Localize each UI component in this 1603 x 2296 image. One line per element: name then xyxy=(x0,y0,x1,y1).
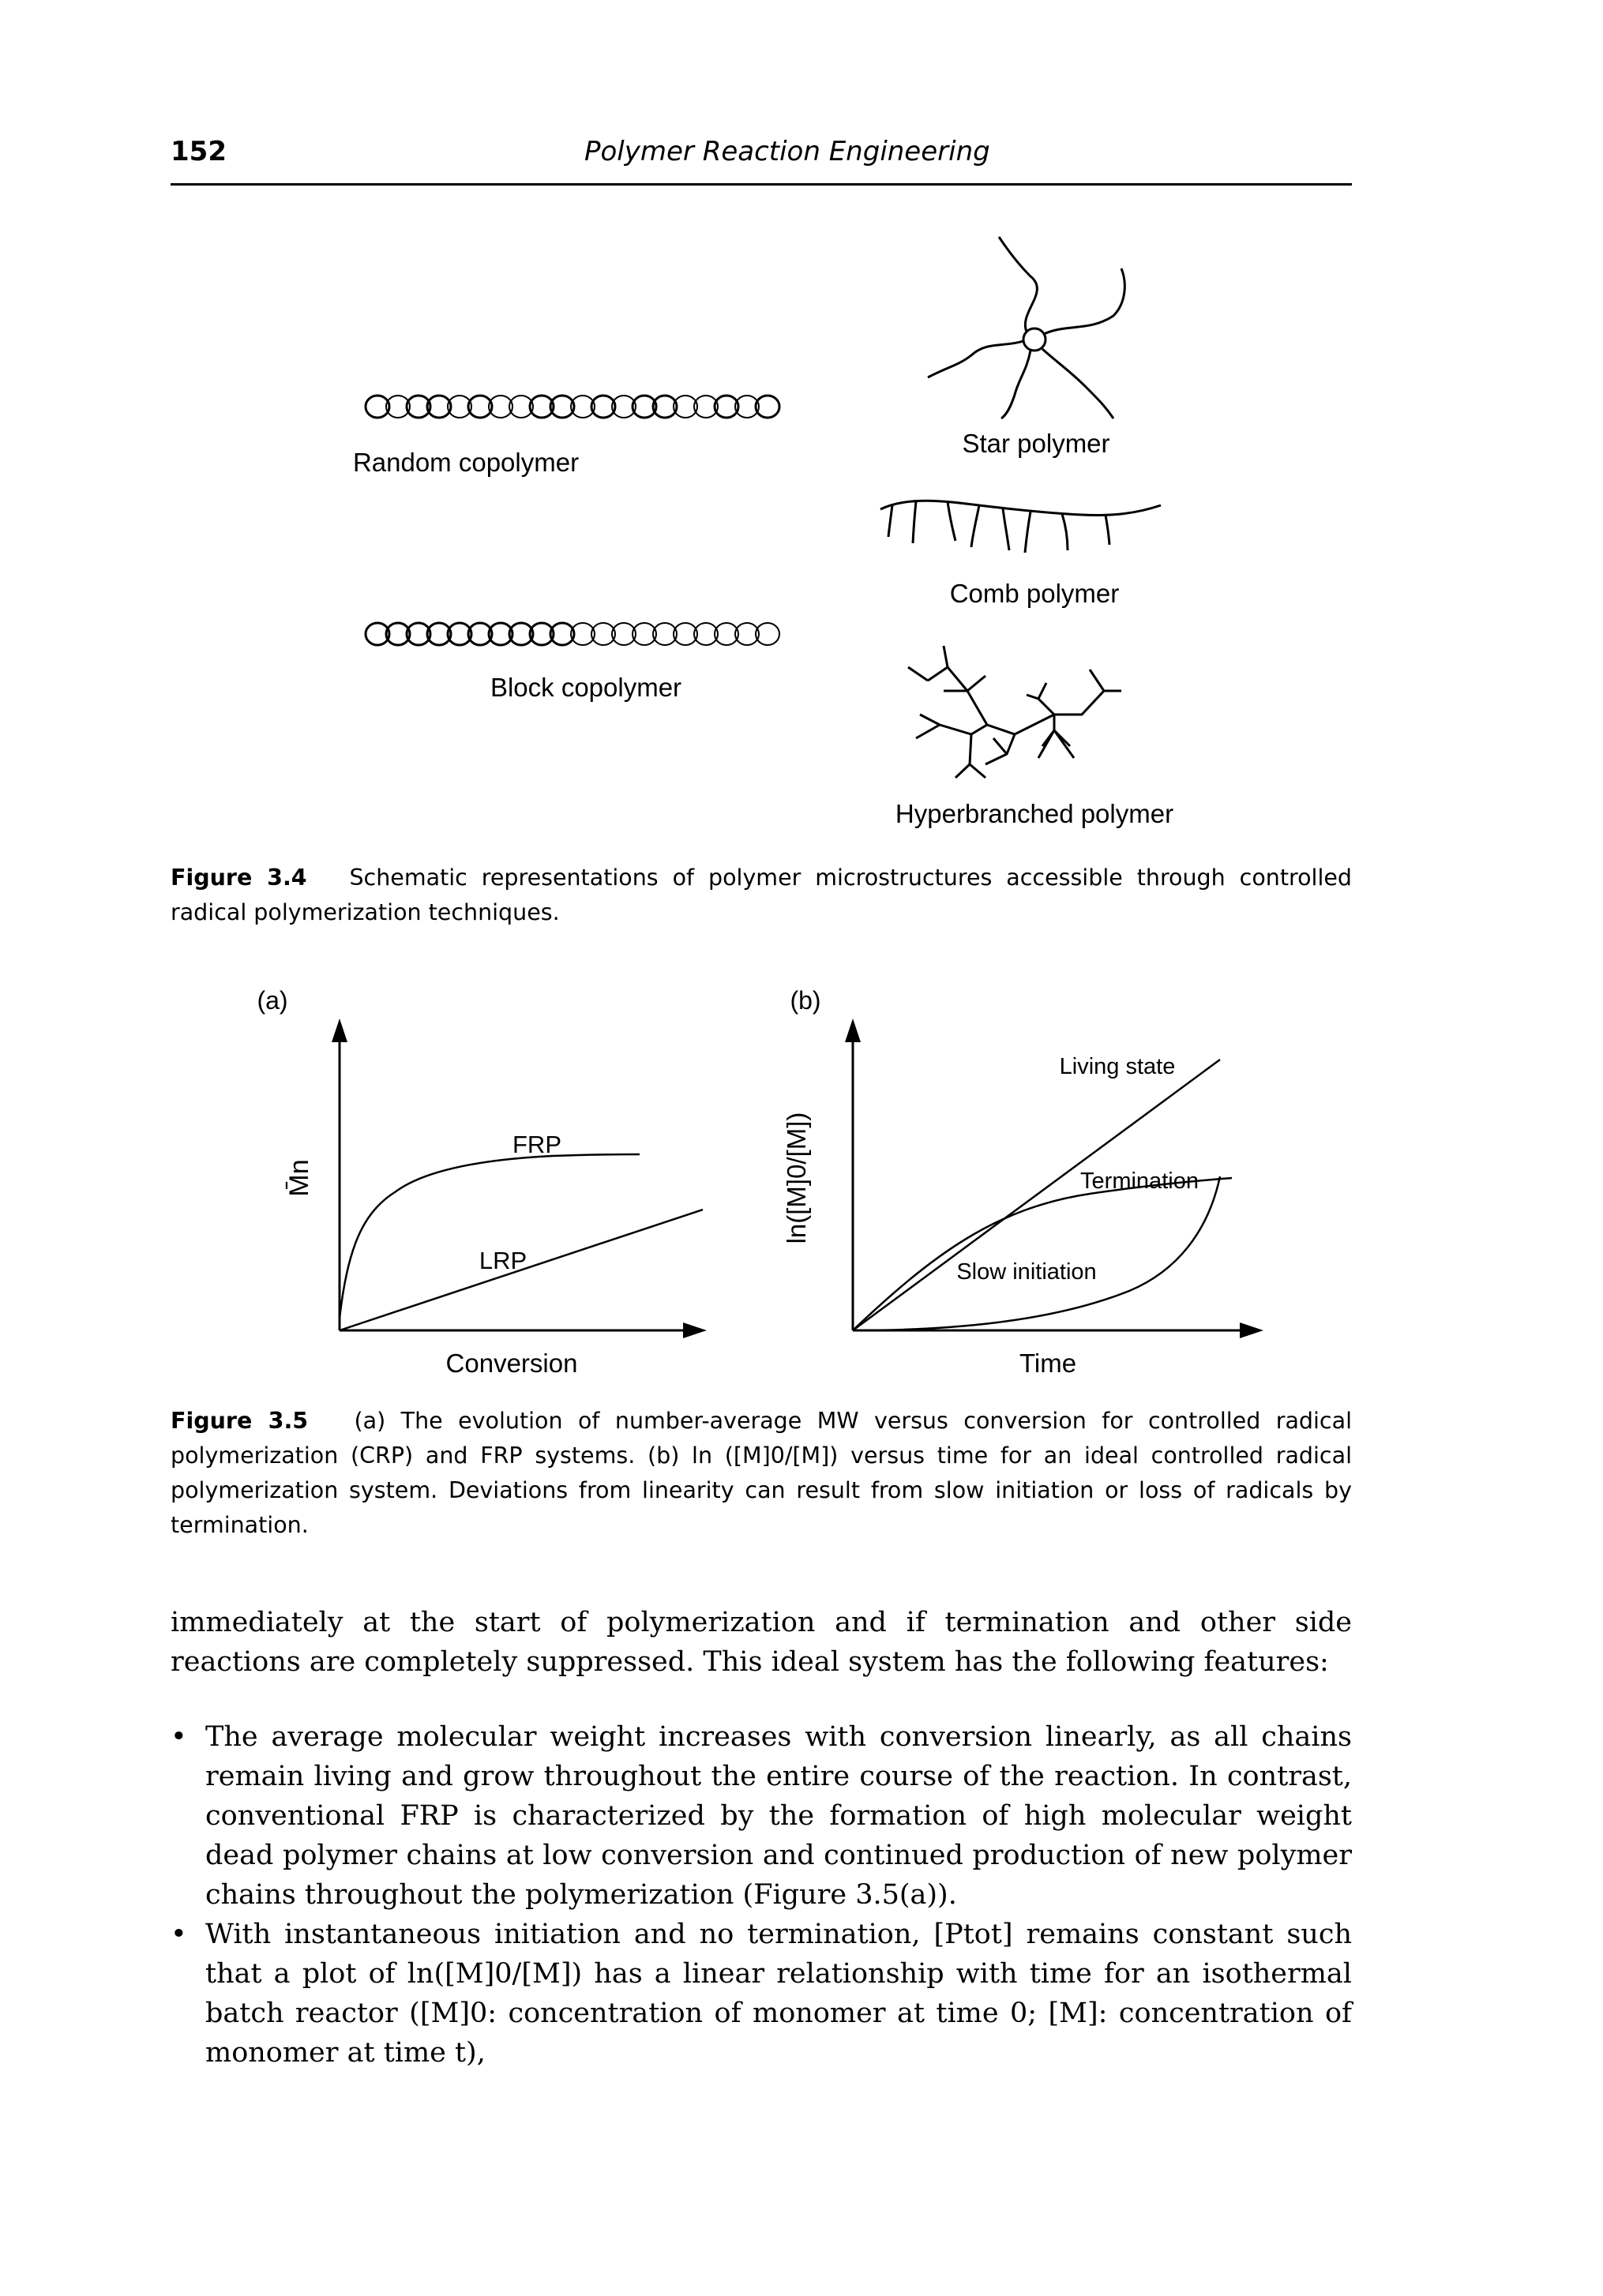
monomer-unit xyxy=(446,621,473,647)
monomer-unit xyxy=(570,395,595,418)
monomer-unit xyxy=(734,622,760,646)
panel-a-lrp-label: LRP xyxy=(479,1247,527,1274)
panel-b-xlabel: Time xyxy=(1019,1349,1076,1378)
monomer-unit xyxy=(528,394,555,419)
figure-3-4-caption-label: Figure 3.4 xyxy=(171,865,307,891)
page-number: 152 xyxy=(171,136,227,167)
monomer-unit xyxy=(754,394,781,419)
monomer-unit xyxy=(509,395,534,418)
monomer-unit xyxy=(405,394,432,419)
feature-list: The average molecular weight increases w… xyxy=(171,1717,1352,2073)
panel-b-y-arrow xyxy=(845,1019,861,1042)
star-polymer-drawing xyxy=(927,236,1126,420)
panel-b-ylabel: ln([M]0/[M]) xyxy=(782,1112,811,1244)
label-star-polymer: Star polymer xyxy=(962,429,1109,458)
panel-b-x-arrow xyxy=(1240,1322,1263,1338)
monomer-unit xyxy=(467,621,494,647)
monomer-unit xyxy=(755,622,780,646)
panel-b: (b) ln([M]0/[M]) Time Living state Termi… xyxy=(782,986,1263,1378)
running-head: Polymer Reaction Engineering xyxy=(584,136,990,167)
monomer-unit xyxy=(508,621,535,647)
monomer-unit xyxy=(693,395,719,418)
figure-3-5-caption-label: Figure 3.5 xyxy=(171,1408,309,1434)
monomer-unit xyxy=(591,622,616,646)
feature-bullet-1: The average molecular weight increases w… xyxy=(171,1717,1352,1915)
figure-3-5: (a) M̄n Conversion FRP LRP (b) ln([M]0/[… xyxy=(257,986,1263,1378)
panel-a-x-arrow xyxy=(683,1322,707,1338)
monomer-unit xyxy=(631,394,658,419)
monomer-unit xyxy=(673,395,698,418)
panel-b-living-line xyxy=(852,1058,1221,1332)
monomer-unit xyxy=(590,394,617,419)
monomer-unit xyxy=(652,622,678,646)
monomer-unit xyxy=(713,394,740,419)
monomer-unit xyxy=(467,394,494,419)
monomer-unit xyxy=(549,621,576,647)
feature-bullet-2: With instantaneous initiation and no ter… xyxy=(171,1915,1352,2073)
monomer-unit xyxy=(385,395,411,418)
monomer-unit xyxy=(549,394,576,419)
figure-3-4: Random copolymer Block copolymer Star po… xyxy=(353,236,1173,828)
monomer-unit xyxy=(611,395,636,418)
monomer-unit xyxy=(405,621,432,647)
hyperbranched-polymer-drawing xyxy=(907,645,1121,779)
figure-3-5-caption-text: (a) The evolution of number-average MW v… xyxy=(171,1408,1352,1538)
panel-a-frp-label: FRP xyxy=(512,1131,561,1158)
label-hyperbranched-polymer: Hyperbranched polymer xyxy=(895,799,1173,828)
panel-a-y-arrow xyxy=(332,1019,347,1042)
panel-b-termination-curve xyxy=(852,1176,1233,1331)
panel-b-living-label: Living state xyxy=(1060,1054,1176,1079)
random-copolymer-chain xyxy=(364,394,781,419)
panel-a-ylabel: M̄n xyxy=(284,1159,314,1196)
block-copolymer-chain xyxy=(364,621,780,647)
figure-3-4-caption-text: Schematic representations of polymer mic… xyxy=(171,865,1352,925)
label-comb-polymer: Comb polymer xyxy=(950,579,1120,608)
panel-a-frp-curve xyxy=(338,1153,640,1319)
monomer-unit xyxy=(693,622,719,646)
header-rule xyxy=(171,183,1352,186)
monomer-unit xyxy=(734,395,760,418)
figure-3-4-caption: Figure 3.4 Schematic representations of … xyxy=(171,861,1352,930)
panel-b-termination-label: Termination xyxy=(1080,1169,1199,1194)
panel-b-slow-initiation-curve xyxy=(852,1176,1222,1332)
monomer-unit xyxy=(385,621,411,647)
panel-a-xlabel: Conversion xyxy=(446,1349,578,1378)
comb-polymer-drawing xyxy=(880,499,1162,553)
monomer-unit xyxy=(487,621,514,647)
monomer-unit xyxy=(528,621,555,647)
monomer-unit xyxy=(447,395,472,418)
monomer-unit xyxy=(673,622,698,646)
panel-b-label: (b) xyxy=(790,986,820,1015)
monomer-unit xyxy=(488,395,513,418)
panel-a-label: (a) xyxy=(257,986,287,1015)
label-block-copolymer: Block copolymer xyxy=(490,673,681,702)
monomer-unit xyxy=(611,622,636,646)
figure-3-5-caption: Figure 3.5 (a) The evolution of number-a… xyxy=(171,1404,1352,1543)
panel-a-lrp-line xyxy=(339,1208,704,1332)
monomer-unit xyxy=(364,621,391,647)
monomer-unit xyxy=(632,622,657,646)
monomer-unit xyxy=(426,621,452,647)
monomer-unit xyxy=(364,394,391,419)
panel-a: (a) M̄n Conversion FRP LRP xyxy=(257,986,707,1378)
monomer-unit xyxy=(714,622,739,646)
body-intro-paragraph: immediately at the start of polymerizati… xyxy=(171,1607,1352,1678)
monomer-unit xyxy=(570,622,595,646)
monomer-unit xyxy=(426,394,452,419)
label-random-copolymer: Random copolymer xyxy=(353,448,579,477)
monomer-unit xyxy=(651,394,678,419)
panel-b-slow-label: Slow initiation xyxy=(956,1259,1096,1285)
